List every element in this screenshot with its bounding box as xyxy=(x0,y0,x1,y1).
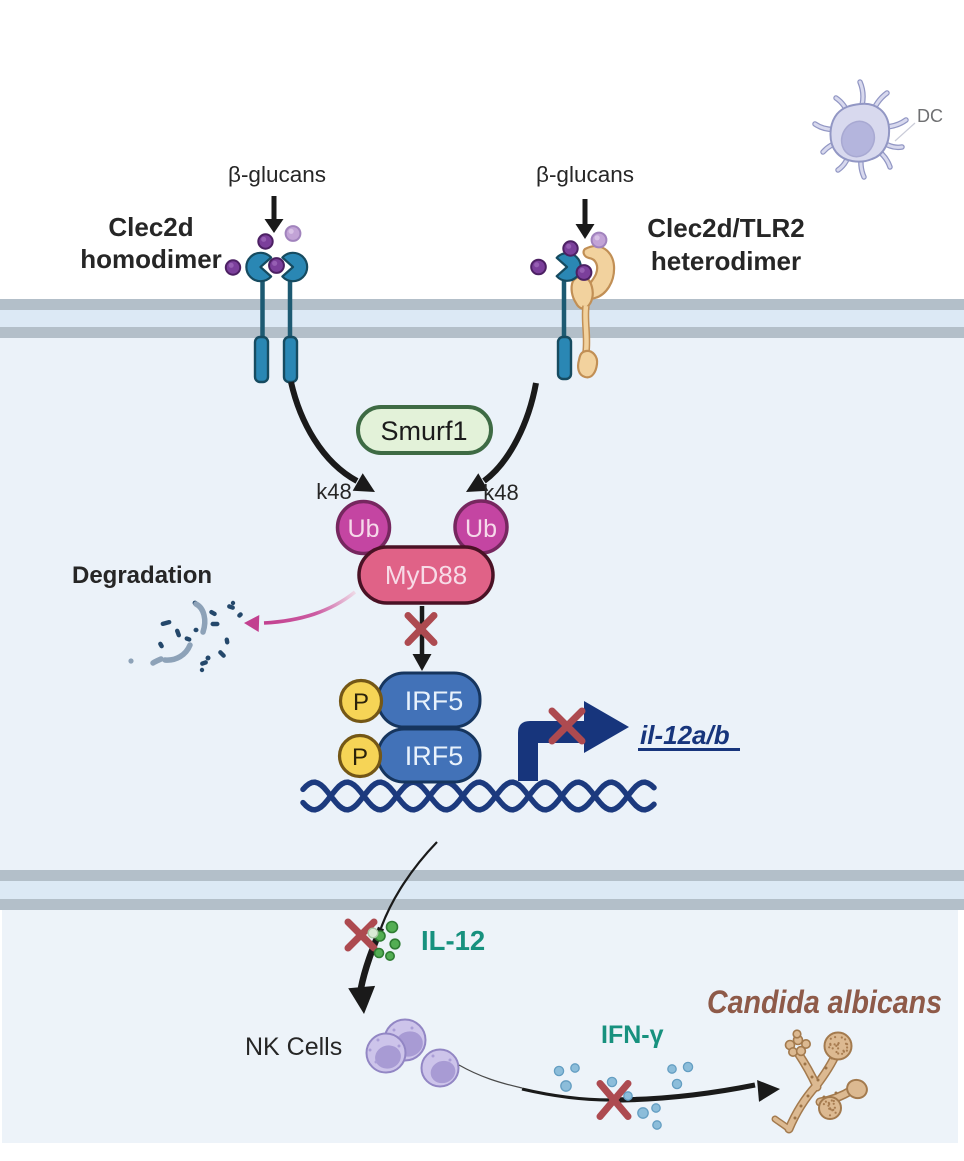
svg-text:DC: DC xyxy=(917,106,943,126)
svg-text:IRF5: IRF5 xyxy=(405,741,464,771)
svg-text:Degradation: Degradation xyxy=(72,562,212,589)
svg-text:Smurf1: Smurf1 xyxy=(380,416,467,446)
svg-text:homodimer: homodimer xyxy=(80,244,222,274)
svg-text:β-glucans: β-glucans xyxy=(228,162,326,187)
svg-text:Clec2d: Clec2d xyxy=(108,212,193,242)
svg-text:MyD88: MyD88 xyxy=(385,560,467,590)
svg-text:IFN-γ: IFN-γ xyxy=(601,1021,664,1049)
svg-text:Clec2d/TLR2: Clec2d/TLR2 xyxy=(647,213,805,243)
svg-text:IL-12: IL-12 xyxy=(421,925,485,956)
svg-text:heterodimer: heterodimer xyxy=(651,246,801,276)
svg-text:Candida albicans: Candida albicans xyxy=(707,984,942,1020)
svg-text:P: P xyxy=(352,744,368,771)
svg-text:k48: k48 xyxy=(316,479,351,504)
svg-text:β-glucans: β-glucans xyxy=(536,162,634,187)
svg-text:IRF5: IRF5 xyxy=(405,686,464,716)
svg-text:il-12a/b: il-12a/b xyxy=(640,720,730,750)
svg-text:NK Cells: NK Cells xyxy=(245,1033,342,1061)
svg-text:P: P xyxy=(353,689,369,716)
svg-text:Ub: Ub xyxy=(348,515,380,543)
svg-text:Ub: Ub xyxy=(465,515,497,543)
